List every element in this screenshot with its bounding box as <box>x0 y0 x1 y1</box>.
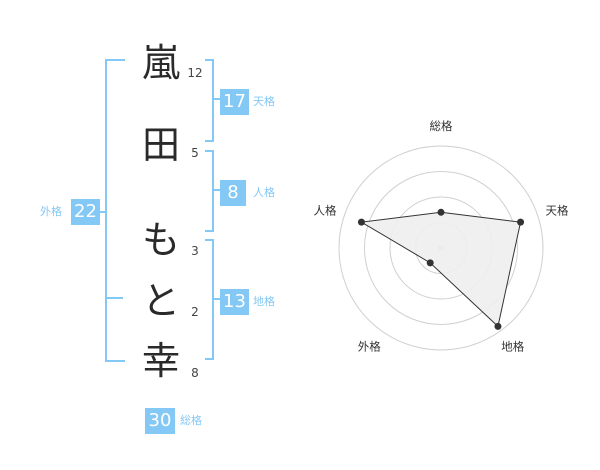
chikaku-label: 地格 <box>253 295 275 308</box>
gaikaku-bracket <box>105 59 125 362</box>
jinkaku-bracket <box>205 150 214 232</box>
radar-grid-ring <box>338 145 544 351</box>
stroke-count-1: 12 <box>187 66 203 80</box>
chikaku-badge: 13 <box>220 289 249 315</box>
radar-grid-ring <box>364 171 518 325</box>
radar-axis-label: 地格 <box>501 340 524 354</box>
chikaku-connector <box>212 298 220 300</box>
radar-series-area <box>359 211 522 328</box>
radar-data-point <box>357 218 365 226</box>
radar-axis-label: 外格 <box>358 340 381 354</box>
name-char-1: 嵐 <box>141 41 180 85</box>
tenkaku-label: 天格 <box>253 95 275 108</box>
radar-data-point <box>437 208 445 216</box>
name-char-3: も <box>141 218 180 262</box>
gaikaku-label: 外格 <box>40 205 62 218</box>
jinkaku-connector <box>212 189 220 191</box>
soukaku-label: 総格 <box>180 414 202 427</box>
radar-data-point <box>517 218 525 226</box>
stroke-count-5: 8 <box>191 366 199 380</box>
tenkaku-bracket <box>205 59 214 142</box>
radar-axis-label: 人格 <box>313 203 336 217</box>
stroke-count-4: 2 <box>191 305 199 319</box>
gaikaku-badge: 22 <box>71 199 100 225</box>
jinkaku-badge: 8 <box>220 180 246 206</box>
radar-data-point <box>494 322 502 330</box>
radar-axis-label: 天格 <box>546 203 569 217</box>
gaikaku-inner-tick <box>105 297 123 299</box>
tenkaku-connector <box>212 98 220 100</box>
stroke-count-2: 5 <box>191 146 199 160</box>
name-char-5: 幸 <box>141 339 180 383</box>
stroke-count-3: 3 <box>191 244 199 258</box>
tenkaku-badge: 17 <box>220 89 249 115</box>
radar-axis-label: 総格 <box>430 119 453 133</box>
gaikaku-connector <box>99 211 107 213</box>
jinkaku-label: 人格 <box>253 186 275 199</box>
soukaku-badge: 30 <box>145 408 175 434</box>
radar-data-point <box>426 259 434 267</box>
name-char-4: と <box>141 279 180 323</box>
name-char-2: 田 <box>141 123 180 167</box>
